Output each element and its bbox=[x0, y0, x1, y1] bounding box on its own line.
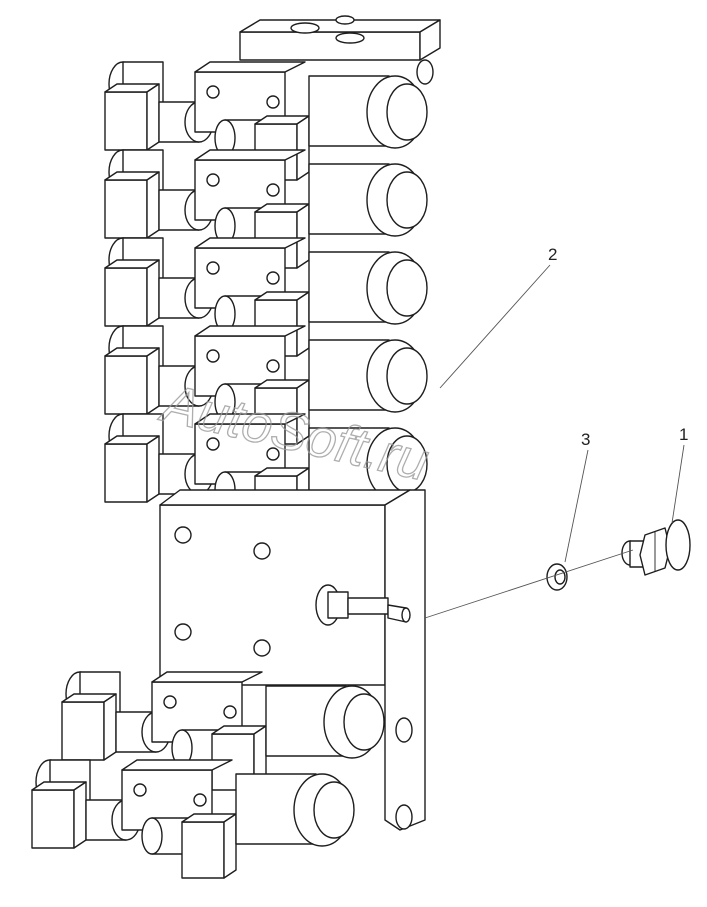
plug-part-1 bbox=[621, 519, 691, 576]
lower-section-2 bbox=[31, 759, 355, 879]
upper-section-3 bbox=[104, 237, 428, 357]
callout-2: 2 bbox=[548, 245, 557, 264]
leader-lines bbox=[424, 264, 685, 619]
leader-2 bbox=[439, 264, 551, 389]
washer-part-3 bbox=[546, 563, 568, 591]
upper-section-5 bbox=[104, 413, 428, 533]
leader-1 bbox=[671, 444, 685, 524]
lower-section-1 bbox=[61, 671, 385, 791]
callout-1: 1 bbox=[679, 425, 688, 444]
leader-3 bbox=[564, 449, 589, 563]
top-cap-block bbox=[239, 15, 441, 85]
port-fitting bbox=[315, 584, 411, 626]
upper-section-1 bbox=[104, 61, 428, 181]
callout-3: 3 bbox=[581, 430, 590, 449]
side-bolts bbox=[395, 717, 413, 830]
middle-valve-block bbox=[159, 489, 426, 831]
upper-valve-stack bbox=[104, 61, 428, 533]
leader-axis bbox=[424, 549, 634, 619]
upper-section-2 bbox=[104, 149, 428, 269]
lower-valve-stack bbox=[31, 671, 385, 879]
upper-section-4 bbox=[104, 325, 428, 445]
